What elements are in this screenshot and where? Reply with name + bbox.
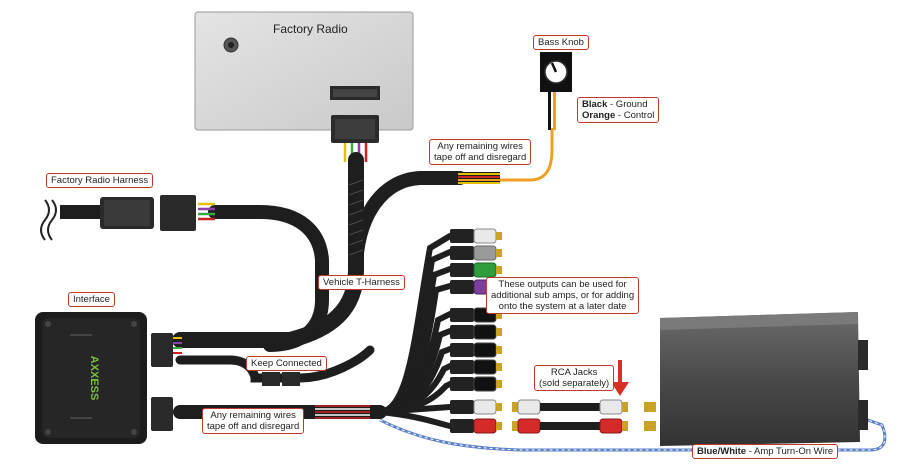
amp-turn-on-desc: - Amp Turn-On Wire	[746, 446, 834, 457]
top-tape-off-line1: Any remaining wires	[437, 141, 523, 152]
interface-brand: AXXESS	[88, 356, 100, 401]
spiral-wrap	[348, 179, 364, 256]
keep-connected-label: Keep Connected	[246, 356, 327, 371]
outputs-note-line3: onto the system at a later date	[498, 301, 627, 312]
rca-patch-cables	[512, 399, 628, 434]
rca-output-black-5	[450, 376, 502, 392]
rca-jacks-label: RCA Jacks (sold separately)	[534, 365, 615, 391]
interface-module: AXXESS	[35, 312, 182, 444]
rca-jacks-line1: RCA Jacks	[550, 367, 598, 378]
factory-radio-label: Factory Radio	[273, 22, 348, 36]
amplifier	[660, 312, 868, 446]
bass-knob-label: Bass Knob	[533, 35, 589, 50]
top-loose-wires	[452, 172, 500, 184]
factory-radio-harness	[40, 195, 215, 241]
outputs-note-line2: additional sub amps, or for adding	[491, 290, 635, 301]
knob-pointer	[550, 62, 558, 73]
orange-wire-color: Orange	[582, 110, 616, 121]
rca-jacks-line2: (sold separately)	[539, 378, 610, 389]
black-wire-desc: - Ground	[607, 99, 648, 110]
rca-output-white-main	[450, 399, 502, 415]
top-tape-off-label: Any remaining wires tape off and disrega…	[429, 139, 532, 165]
rca-output-black-2	[450, 324, 502, 340]
rca-output-red-main	[450, 418, 502, 434]
rca-output-green	[450, 262, 502, 278]
bottom-tape-off-line2: tape off and disregard	[207, 421, 300, 432]
rca-output-black-4	[450, 359, 502, 375]
black-wire-color: Black	[582, 99, 608, 110]
factory-radio-harness-label: Factory Radio Harness	[46, 173, 154, 188]
radio-harness-plug	[331, 115, 379, 162]
interface-label: Interface	[68, 292, 115, 307]
bottom-tape-off-line1: Any remaining wires	[210, 410, 296, 421]
bottom-tape-off-label: Any remaining wires tape off and disrega…	[202, 408, 305, 434]
amp-turn-on-label: Blue/White - Amp Turn-On Wire	[692, 444, 839, 459]
rca-output-gray	[450, 245, 502, 261]
outputs-note-line1: These outputs can be used for	[498, 279, 627, 290]
interface-connector-upper	[151, 333, 173, 367]
outputs-note-label: These outputs can be used for additional…	[486, 277, 640, 314]
orange-wire-desc: - Control	[615, 110, 655, 121]
harness-cables	[172, 152, 467, 429]
factory-radio	[194, 11, 414, 131]
orange-wire-line: Orange - Control	[582, 110, 654, 121]
bottom-loose-wires	[315, 405, 370, 419]
bass-knob	[540, 52, 572, 130]
orange-control-wire	[500, 128, 554, 182]
bass-knob-wire-legend: Black - Ground Orange - Control	[577, 97, 660, 123]
amp-turn-on-color: Blue/White	[697, 446, 747, 457]
amp-input-jacks	[644, 402, 656, 431]
rca-output-column	[450, 228, 502, 434]
rca-arrow	[611, 360, 629, 396]
rca-output-white	[450, 228, 502, 244]
keep-connected-plug	[262, 372, 300, 386]
black-wire-line: Black - Ground	[582, 99, 654, 110]
interface-connector-lower	[151, 397, 173, 431]
top-tape-off-line2: tape off and disregard	[434, 152, 527, 163]
vehicle-t-harness-label: Vehicle T-Harness	[318, 275, 405, 290]
rca-output-black-3	[450, 342, 502, 358]
